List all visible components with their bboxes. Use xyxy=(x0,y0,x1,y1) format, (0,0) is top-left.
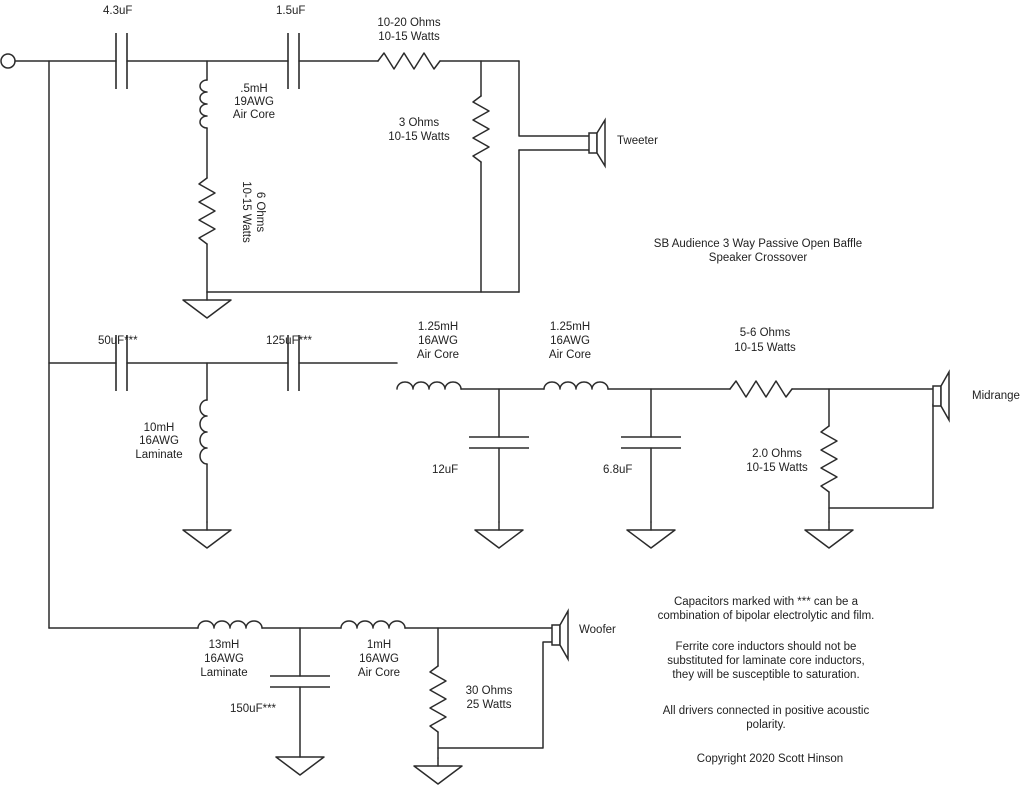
midrange-series-inductor-1 xyxy=(396,381,462,390)
midrange-series-inductor-2-label-line1: 1.25mH xyxy=(550,321,590,333)
note2-line2: substituted for laminate core inductors, xyxy=(667,655,865,667)
midrange-series-inductor-1-label-line3: Air Core xyxy=(417,349,459,361)
tweeter-c1-label: 4.3uF xyxy=(103,5,132,17)
tweeter-ground-symbol xyxy=(182,291,232,319)
tweeter-shunt-inductor xyxy=(199,60,208,179)
tweeter-series-resistor-label-line2: 10-15 Watts xyxy=(378,31,440,43)
woofer-series-inductor-1 xyxy=(197,620,263,629)
midrange-shunt-capacitor-2-label: 6.8uF xyxy=(603,464,632,476)
midrange-shunt-capacitor-1 xyxy=(469,388,529,523)
midrange-series-resistor-label-line2: 10-15 Watts xyxy=(734,342,796,354)
tweeter-l1-label-line2: 19AWG xyxy=(234,96,274,108)
midrange-shunt-capacitor-1-label: 12uF xyxy=(432,464,458,476)
tweeter-section: 4.3uF 1.5uF .5mH 19AWG Air Core 10-20 Oh… xyxy=(103,5,658,319)
tweeter-parallel-resistor-label-line2: 10-15 Watts xyxy=(388,131,450,143)
tweeter-parallel-resistor xyxy=(472,60,490,293)
midrange-shunt-capacitor-2 xyxy=(621,388,681,523)
midrange-shunt-inductor-label-line3: Laminate xyxy=(135,449,182,461)
midrange-ground-3 xyxy=(626,521,676,549)
midrange-series-resistor-label-line1: 5-6 Ohms xyxy=(740,327,791,339)
woofer-series-inductor-2 xyxy=(340,620,406,629)
title-line1: SB Audience 3 Way Passive Open Baffle xyxy=(654,238,862,250)
woofer-inductor-1-label-line1: 13mH xyxy=(209,639,240,651)
woofer-ground-1 xyxy=(275,756,325,776)
midrange-series-inductor-2-label-line3: Air Core xyxy=(549,349,591,361)
midrange-ground-2 xyxy=(474,521,524,549)
woofer-shunt-capacitor-label: 150uF*** xyxy=(230,703,277,715)
woofer-inductor-1-label-line2: 16AWG xyxy=(204,653,244,665)
woofer-driver-label: Woofer xyxy=(579,624,616,636)
note2-line1: Ferrite core inductors should not be xyxy=(676,641,857,653)
midrange-driver-label: Midrange xyxy=(972,390,1020,402)
woofer-ground-2 xyxy=(413,757,463,785)
midrange-parallel-resistor-label-line2: 10-15 Watts xyxy=(746,462,808,474)
midrange-series-inductor-2 xyxy=(543,381,609,390)
midrange-ground-4 xyxy=(804,521,854,549)
midrange-parallel-resistor xyxy=(820,388,838,523)
note2-line3: they will be susceptible to saturation. xyxy=(672,669,859,681)
tweeter-driver-label: Tweeter xyxy=(617,135,658,147)
midrange-c1-label: 50uF*** xyxy=(98,335,138,347)
midrange-series-inductor-1-label-line1: 1.25mH xyxy=(418,321,458,333)
midrange-parallel-resistor-label-line1: 2.0 Ohms xyxy=(752,448,802,460)
tweeter-series-resistor xyxy=(377,52,441,70)
input-terminal xyxy=(0,53,16,69)
woofer-inductor-2-label-line1: 1mH xyxy=(367,639,391,651)
woofer-parallel-resistor-label-line2: 25 Watts xyxy=(467,699,512,711)
woofer-inductor-1-label-line3: Laminate xyxy=(200,667,247,679)
woofer-shunt-capacitor xyxy=(270,627,330,758)
note3-line1: All drivers connected in positive acoust… xyxy=(663,705,870,717)
woofer-inductor-2-label-line3: Air Core xyxy=(358,667,400,679)
title-line2: Speaker Crossover xyxy=(709,252,808,264)
midrange-shunt-inductor xyxy=(199,362,208,523)
tweeter-capacitor-c1 xyxy=(115,33,289,89)
copyright-text: Copyright 2020 Scott Hinson xyxy=(697,753,843,765)
woofer-parallel-resistor-label-line1: 30 Ohms xyxy=(466,685,513,697)
woofer-inductor-2-label-line2: 16AWG xyxy=(359,653,399,665)
midrange-shunt-inductor-label-line1: 10mH xyxy=(144,422,175,434)
midrange-series-inductor-1-label-line2: 16AWG xyxy=(418,335,458,347)
tweeter-shunt-resistor-label-line2: 10-15 Watts xyxy=(240,181,252,243)
woofer-speaker-icon xyxy=(551,608,569,662)
tweeter-l1-label-line1: .5mH xyxy=(240,83,267,95)
diagram-title: SB Audience 3 Way Passive Open Baffle Sp… xyxy=(654,238,862,264)
tweeter-shunt-resistor-label-line1: 6 Ohms xyxy=(254,192,266,233)
midrange-series-resistor xyxy=(729,380,793,398)
tweeter-shunt-resistor xyxy=(198,177,216,293)
note3-line2: polarity. xyxy=(746,719,785,731)
tweeter-c2-label: 1.5uF xyxy=(276,5,305,17)
tweeter-series-resistor-label-line1: 10-20 Ohms xyxy=(377,17,441,29)
tweeter-parallel-resistor-label-line1: 3 Ohms xyxy=(399,117,440,129)
midrange-shunt-inductor-label-line2: 16AWG xyxy=(139,435,179,447)
input-bus xyxy=(14,60,117,629)
woofer-parallel-resistor xyxy=(429,627,447,759)
tweeter-capacitor-c2 xyxy=(287,33,300,89)
notes-block: Capacitors marked with *** can be a comb… xyxy=(658,596,875,765)
tweeter-speaker-icon xyxy=(588,117,606,169)
midrange-c2-label: 125uF*** xyxy=(266,335,313,347)
note1-line2: combination of bipolar electrolytic and … xyxy=(658,610,875,622)
midrange-series-inductor-2-label-line2: 16AWG xyxy=(550,335,590,347)
woofer-section: 13mH 16AWG Laminate 150uF*** 1mH 16AWG A… xyxy=(48,608,616,785)
tweeter-l1-label-line3: Air Core xyxy=(233,109,275,121)
midrange-section: 50uF*** 125uF*** 10mH 16AWG Laminate 1.2… xyxy=(48,321,1020,549)
midrange-speaker-icon xyxy=(932,369,950,423)
midrange-ground-1 xyxy=(182,521,232,549)
note1-line1: Capacitors marked with *** can be a xyxy=(674,596,859,608)
